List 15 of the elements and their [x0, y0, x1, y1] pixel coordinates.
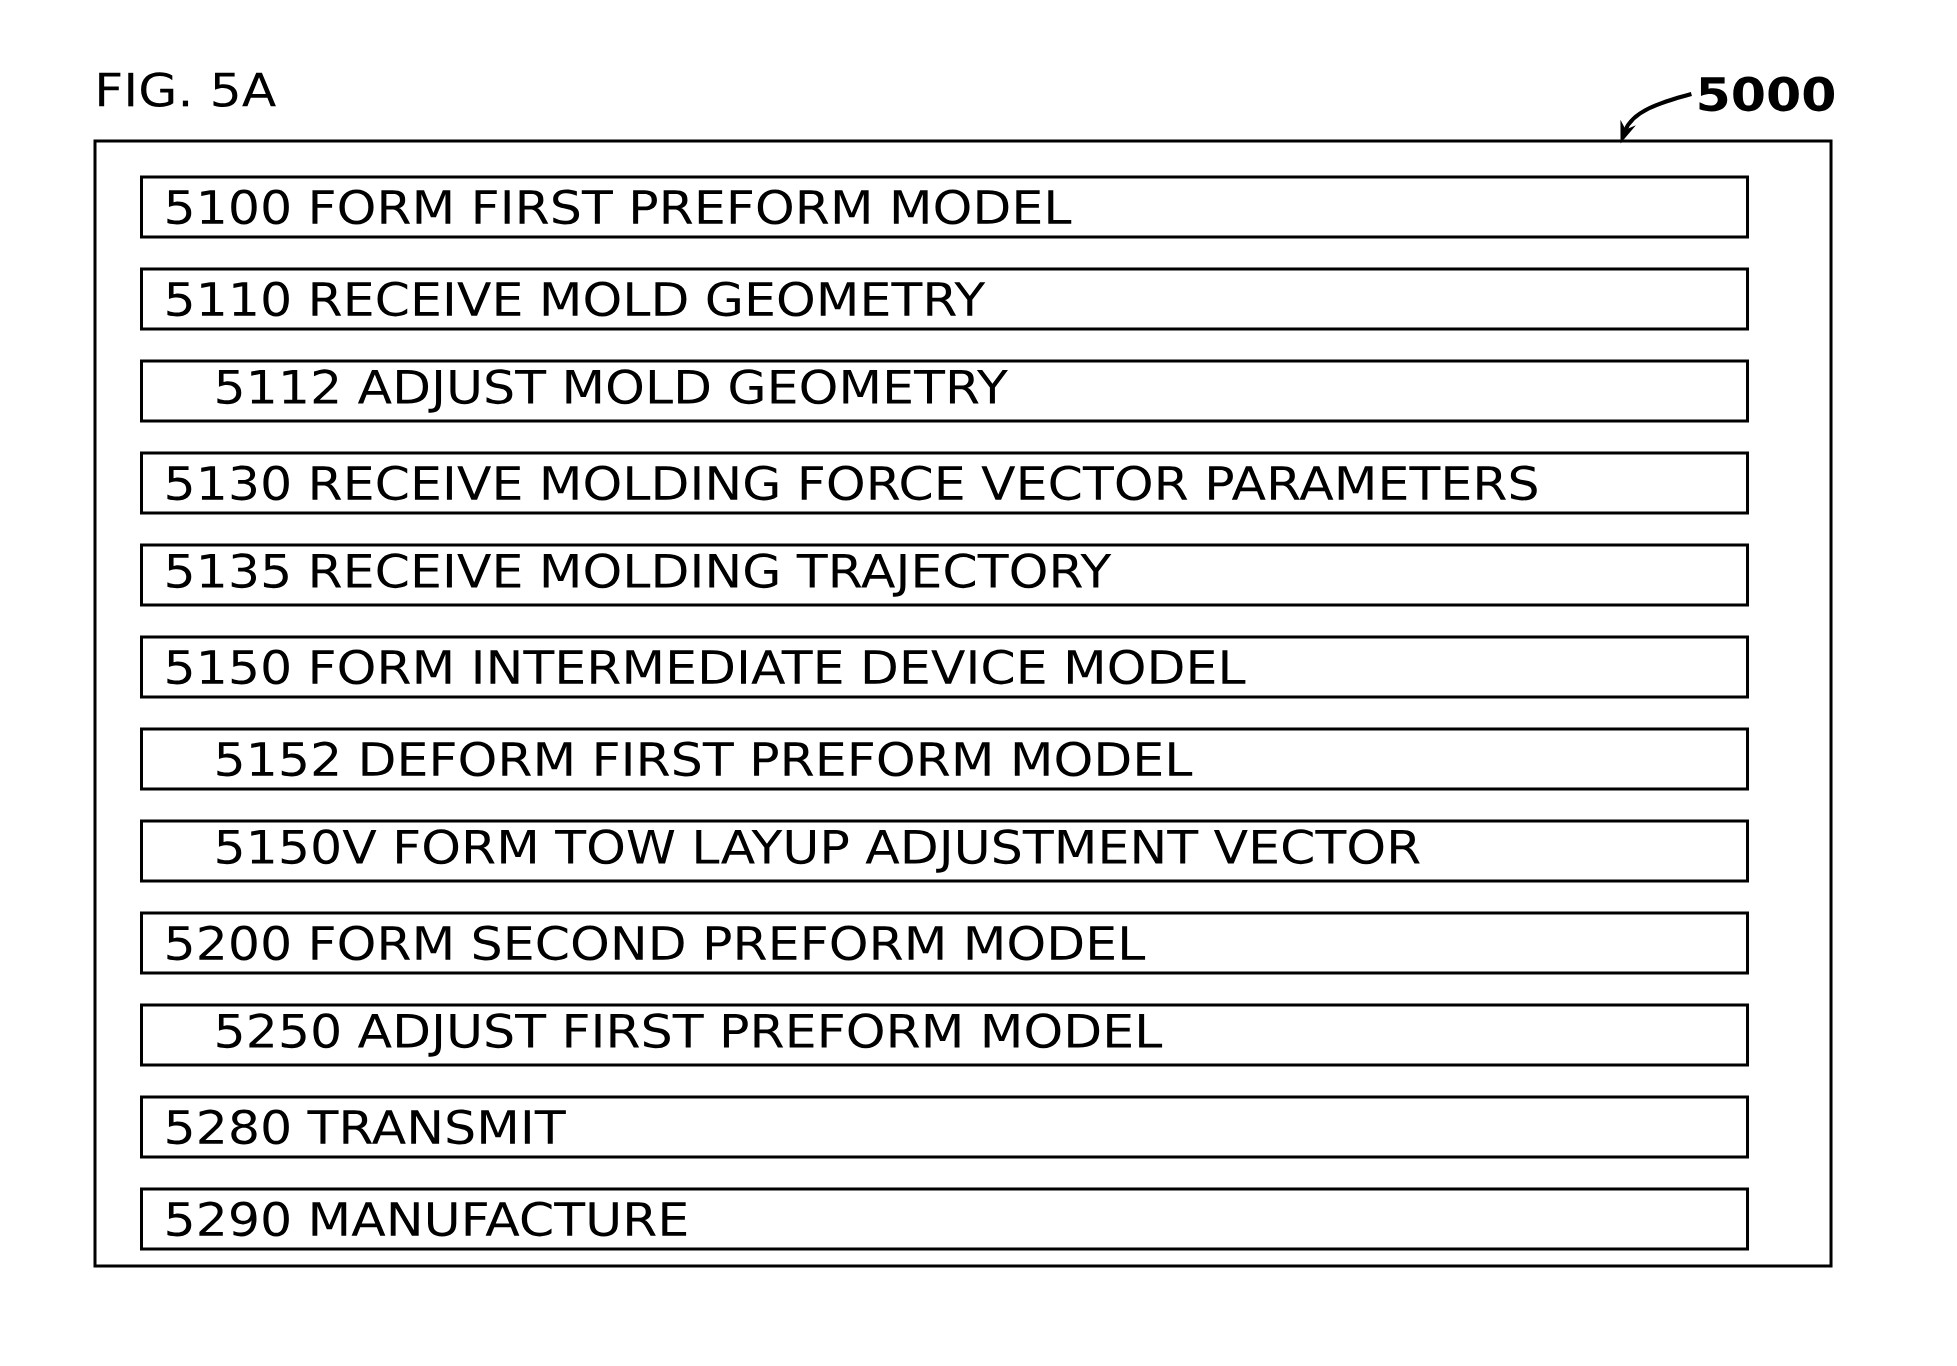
reference-number: 5000 [1699, 76, 1835, 112]
step-box: 5150 FORM INTERMEDIATE DEVICE MODEL [140, 635, 1749, 699]
step-box: 5135 RECEIVE MOLDING TRAJECTORY [140, 543, 1749, 607]
step-box: 5290 MANUFACTURE [140, 1187, 1749, 1251]
step-box: 5112 ADJUST MOLD GEOMETRY [140, 359, 1749, 423]
step-box: 5150V FORM TOW LAYUP ADJUSTMENT VECTOR [140, 819, 1749, 883]
figure-title: FIG. 5A [99, 72, 276, 107]
step-box: 5250 ADJUST FIRST PREFORM MODEL [140, 1003, 1749, 1067]
step-box: 5100 FORM FIRST PREFORM MODEL [140, 175, 1749, 239]
step-box: 5152 DEFORM FIRST PREFORM MODEL [140, 727, 1749, 791]
step-box: 5200 FORM SECOND PREFORM MODEL [140, 911, 1749, 975]
step-box: 5110 RECEIVE MOLD GEOMETRY [140, 267, 1749, 331]
step-box: 5130 RECEIVE MOLDING FORCE VECTOR PARAMETERS [140, 451, 1749, 515]
outer-frame [93, 139, 1833, 1268]
step-box: 5280 TRANSMIT [140, 1095, 1749, 1159]
